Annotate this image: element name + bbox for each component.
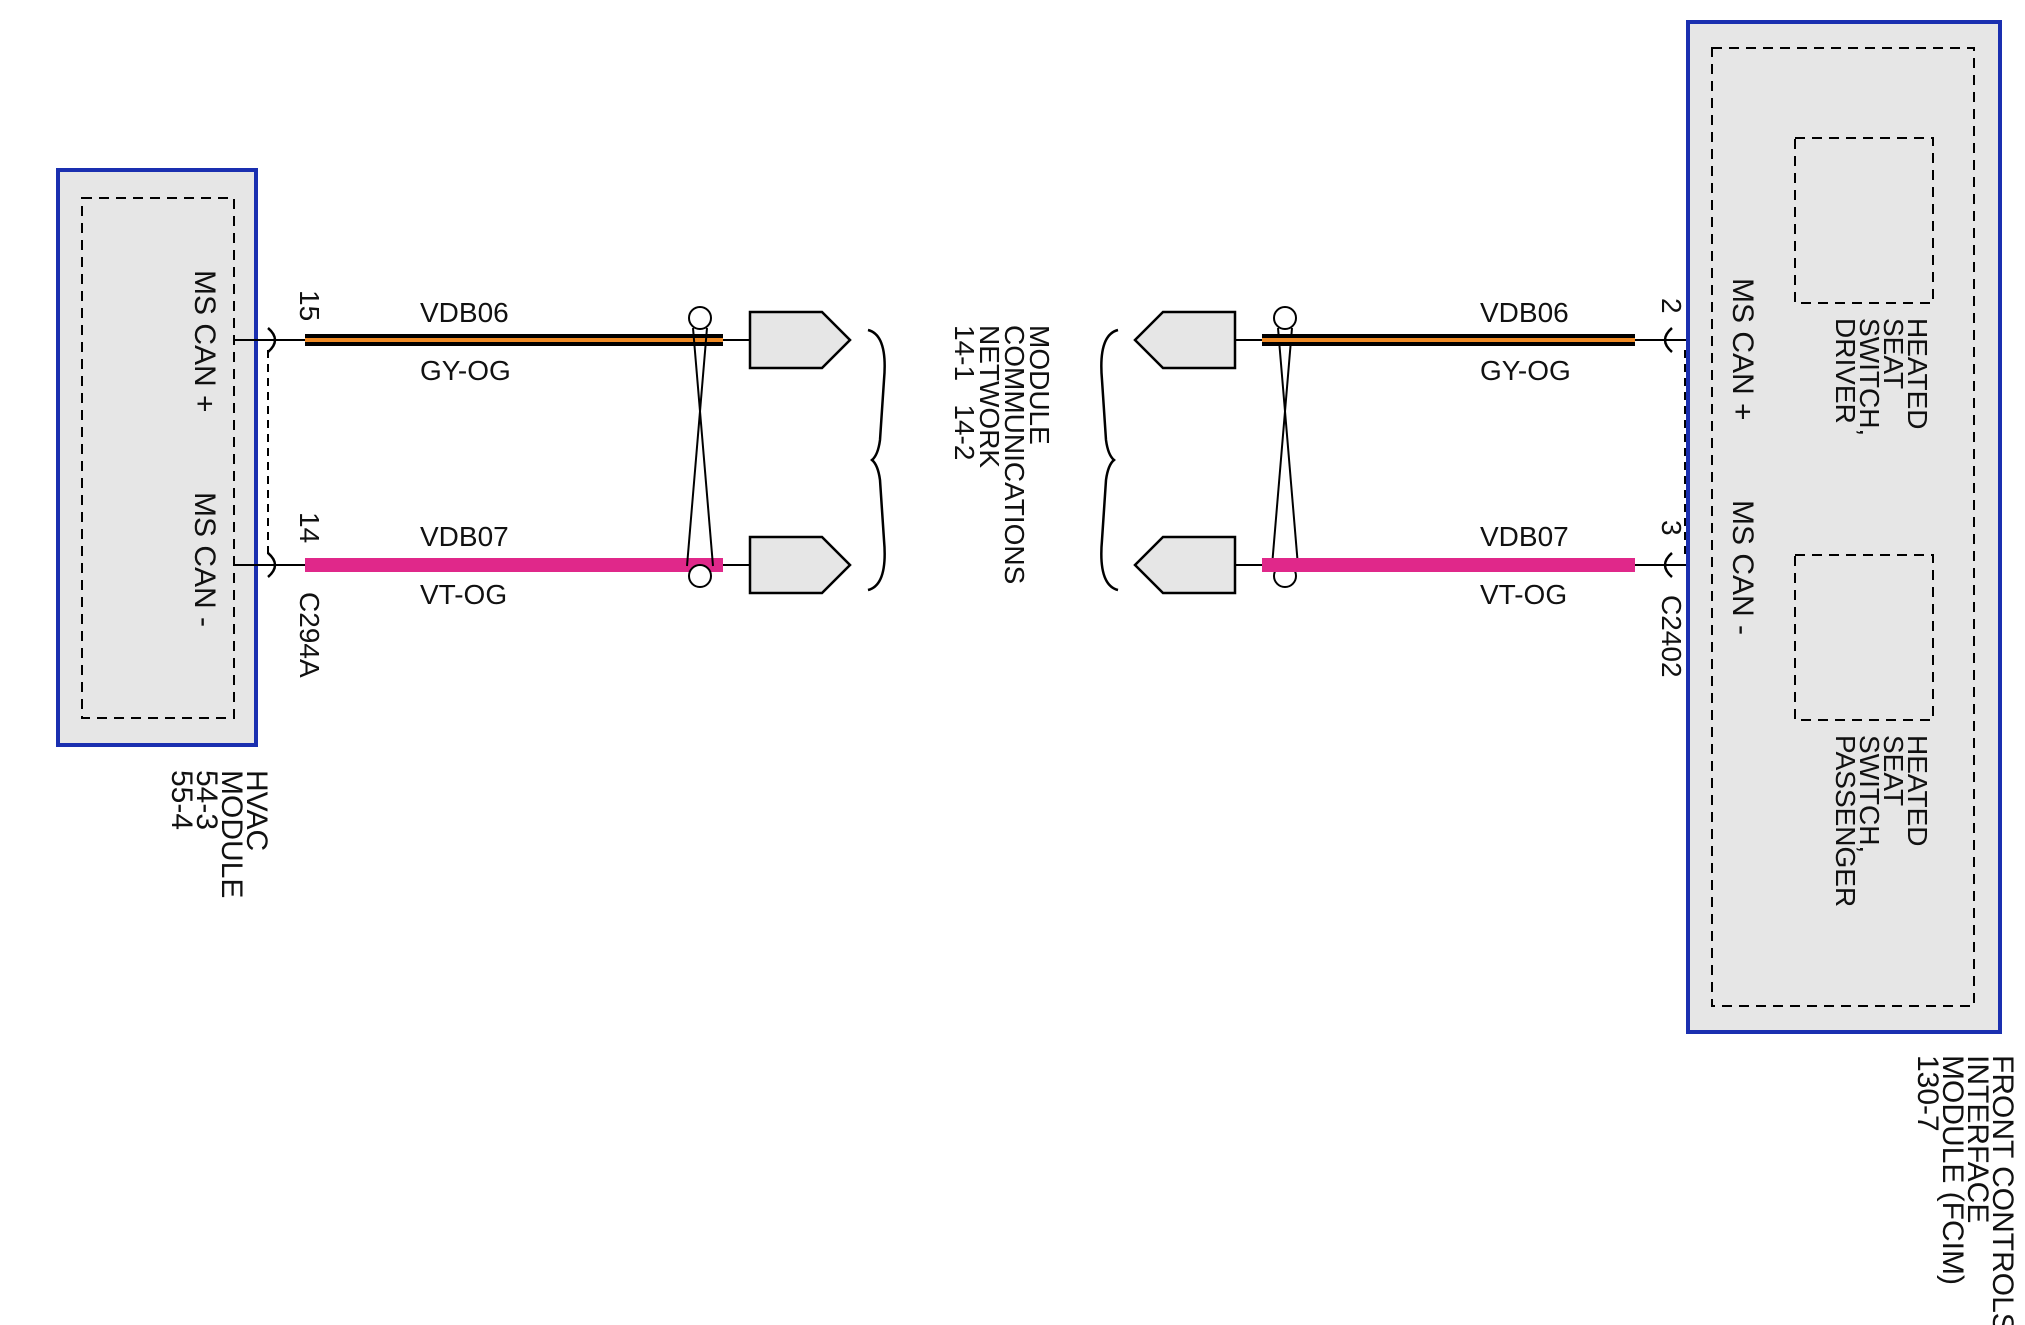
left-vdb07-color: VT-OG — [420, 579, 507, 610]
hvac-name-line-4: 55-4 — [165, 770, 198, 830]
connector-arrow-icon — [1663, 552, 1673, 578]
heated-seat-passenger-label: HEATED SEAT SWITCH, PASSENGER — [1830, 735, 1933, 907]
right-twisted-pair-icon — [1271, 306, 1299, 588]
hvac-module[interactable] — [56, 168, 258, 747]
hvac-name-line-1: HVAC — [240, 770, 273, 851]
hvac-pin-14-number: 14 — [294, 512, 325, 543]
right-vdb06-color: GY-OG — [1480, 355, 1571, 386]
connector-arrow-icon — [748, 310, 852, 370]
driver-label-line-2: SEAT — [1878, 318, 1909, 389]
right-vdb07-circuit: VDB07 — [1480, 521, 1569, 552]
passenger-label-line-3: SWITCH, — [1854, 735, 1885, 853]
driver-label-line-4: DRIVER — [1830, 318, 1861, 424]
fcim-pin-plus-label: MS CAN + — [1726, 278, 1759, 421]
right-arrow-connectors — [1133, 310, 1237, 595]
wire-vdb07-magenta — [1262, 558, 1635, 572]
connector-arrow-icon — [1133, 310, 1237, 370]
connector-arrow-icon — [1663, 327, 1673, 353]
hvac-pin-stub-lines — [234, 327, 305, 578]
passenger-label-line-4: PASSENGER — [1830, 735, 1861, 907]
heated-seat-driver-box — [1794, 137, 1934, 304]
network-ref-line-4: 14-1 14-2 — [949, 325, 980, 460]
fcim-module-inner-dashed — [1711, 47, 1975, 1007]
right-wire-vdb07[interactable] — [1262, 558, 1635, 572]
left-wire-vdb06[interactable] — [305, 334, 723, 346]
left-vdb06-circuit: VDB06 — [420, 297, 509, 328]
fcim-pin-2-number: 2 — [1656, 298, 1687, 314]
heated-seat-driver-label: HEATED SEAT SWITCH, DRIVER — [1830, 318, 1933, 436]
hvac-connector-id: C294A — [294, 592, 325, 678]
left-twisted-pair-icon — [686, 306, 714, 588]
hvac-name-line-3: 54-3 — [190, 770, 223, 830]
wire-vdb07-magenta — [305, 558, 723, 572]
connector-arrow-icon — [1133, 535, 1237, 595]
hvac-module-inner-dashed — [81, 197, 235, 719]
hvac-pin-minus-label: MS CAN - — [188, 492, 221, 627]
left-arrow-connectors — [748, 310, 852, 595]
network-ref-line-1: MODULE — [1024, 325, 1055, 445]
right-vdb06-circuit: VDB06 — [1480, 297, 1569, 328]
fcim-module-box — [1686, 20, 2002, 1034]
fcim-name-line-3: MODULE (FCIM) — [1936, 1055, 1969, 1285]
fcim-pin-3-number: 3 — [1656, 520, 1687, 536]
left-wire-vdb07[interactable] — [305, 558, 723, 572]
left-vdb06-color: GY-OG — [420, 355, 511, 386]
passenger-label-line-2: SEAT — [1878, 735, 1909, 806]
fcim-pin-stub-lines — [1635, 327, 1710, 578]
passenger-label-line-1: HEATED — [1902, 735, 1933, 847]
fcim-module-name: FRONT CONTROLS INTERFACE MODULE (FCIM) 1… — [1911, 1055, 2019, 1325]
driver-label-line-1: HEATED — [1902, 318, 1933, 430]
fcim-pin-minus-label: MS CAN - — [1726, 500, 1759, 635]
wire-vdb06-stripe — [305, 338, 723, 342]
network-reference: MODULE COMMUNICATIONS NETWORK 14-1 14-2 — [949, 325, 1055, 584]
connector-arrow-icon — [267, 552, 277, 578]
hvac-name-line-2: MODULE — [215, 770, 248, 898]
network-ref-line-3: NETWORK — [974, 325, 1005, 468]
wire-vdb06-stripe — [1262, 338, 1635, 342]
connector-arrow-icon — [267, 327, 277, 353]
right-vdb07-color: VT-OG — [1480, 579, 1567, 610]
fcim-module[interactable] — [1686, 20, 2002, 1034]
left-vdb07-circuit: VDB07 — [420, 521, 509, 552]
fcim-name-line-4: 130-7 — [1911, 1055, 1944, 1132]
fcim-connector-id: C2402 — [1656, 595, 1687, 678]
driver-label-line-3: SWITCH, — [1854, 318, 1885, 436]
right-brace-icon — [1100, 328, 1119, 592]
hvac-module-name: HVAC MODULE 54-3 55-4 — [165, 770, 273, 898]
left-brace-icon — [867, 328, 886, 592]
hvac-pin-plus-label: MS CAN + — [188, 270, 221, 413]
connector-arrow-icon — [748, 535, 852, 595]
heated-seat-passenger-box — [1794, 554, 1934, 721]
hvac-module-box — [56, 168, 258, 747]
fcim-name-line-1: FRONT CONTROLS — [1986, 1055, 2019, 1325]
hvac-pin-15-number: 15 — [294, 290, 325, 321]
network-ref-line-2: COMMUNICATIONS — [999, 325, 1030, 584]
fcim-name-line-2: INTERFACE — [1961, 1055, 1994, 1223]
right-wire-vdb06[interactable] — [1262, 334, 1635, 346]
